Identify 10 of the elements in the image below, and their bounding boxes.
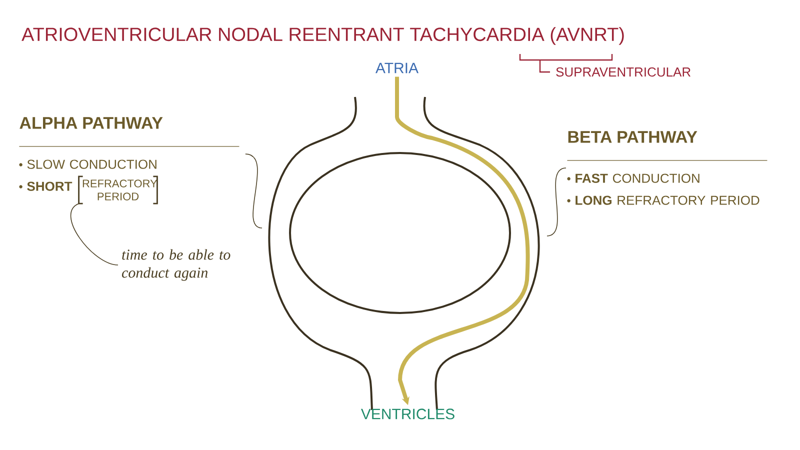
leader-line <box>70 203 118 266</box>
leader-line <box>245 154 262 228</box>
region-label: ATRIA <box>376 62 418 74</box>
pathway-notes: BETA PATHWAY FAST CONDUCTION LONG REFRACTORY PERIOD <box>566 131 768 205</box>
leader-line <box>546 168 566 236</box>
bracketed-text: REFRACTORY PERIOD <box>78 176 158 204</box>
note: time to be able to conduct again <box>122 249 230 281</box>
region-label: VENTRICLES <box>360 408 454 420</box>
label: SUPRAVENTRICULAR <box>556 67 690 77</box>
title: ATRIOVENTRICULAR NODAL REENTRANT TACHYCARDIA (AVNRT) <box>22 27 624 45</box>
